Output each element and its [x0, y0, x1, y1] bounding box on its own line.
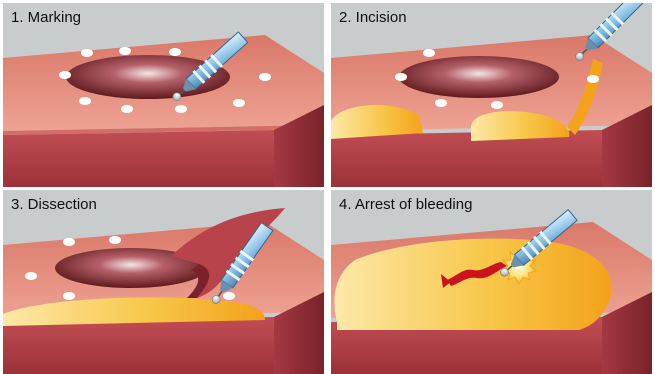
marking-dot: [223, 292, 235, 300]
arrest-of-bleeding-illustration: [331, 190, 652, 374]
marking-dot: [79, 97, 91, 105]
marking-dot: [59, 71, 71, 79]
incision-illustration: [331, 3, 652, 187]
marking-illustration: [3, 3, 324, 187]
marking-dot: [587, 75, 599, 83]
marking-dot: [491, 101, 503, 109]
marking-dot: [233, 99, 245, 107]
marking-dot: [395, 73, 407, 81]
panel-dissection: 3. Dissection: [3, 190, 324, 374]
panel-caption: 4. Arrest of bleeding: [339, 196, 472, 213]
panel-arrest-of-bleeding: 4. Arrest of bleeding: [331, 190, 652, 374]
marking-dot: [169, 48, 181, 56]
marking-dot: [435, 99, 447, 107]
lesion: [399, 56, 559, 98]
panel-incision: 2. Incision: [331, 3, 652, 187]
panel-caption: 2. Incision: [339, 9, 407, 26]
tissue-front: [3, 317, 274, 374]
panel-caption: 1. Marking: [11, 9, 81, 26]
marking-dot: [119, 47, 131, 55]
marking-dot: [63, 238, 75, 246]
marking-dot: [25, 272, 37, 280]
marking-dot: [423, 49, 435, 57]
marking-dot: [259, 73, 271, 81]
marking-dot: [175, 105, 187, 113]
tissue-front: [3, 130, 274, 187]
marking-dot: [63, 292, 75, 300]
panel-marking: 1. Marking: [3, 3, 324, 187]
marking-dot: [109, 236, 121, 244]
panel-caption: 3. Dissection: [11, 196, 97, 213]
tissue-front: [331, 130, 602, 187]
marking-dot: [81, 49, 93, 57]
dissection-illustration: [3, 190, 324, 374]
marking-dot: [121, 105, 133, 113]
